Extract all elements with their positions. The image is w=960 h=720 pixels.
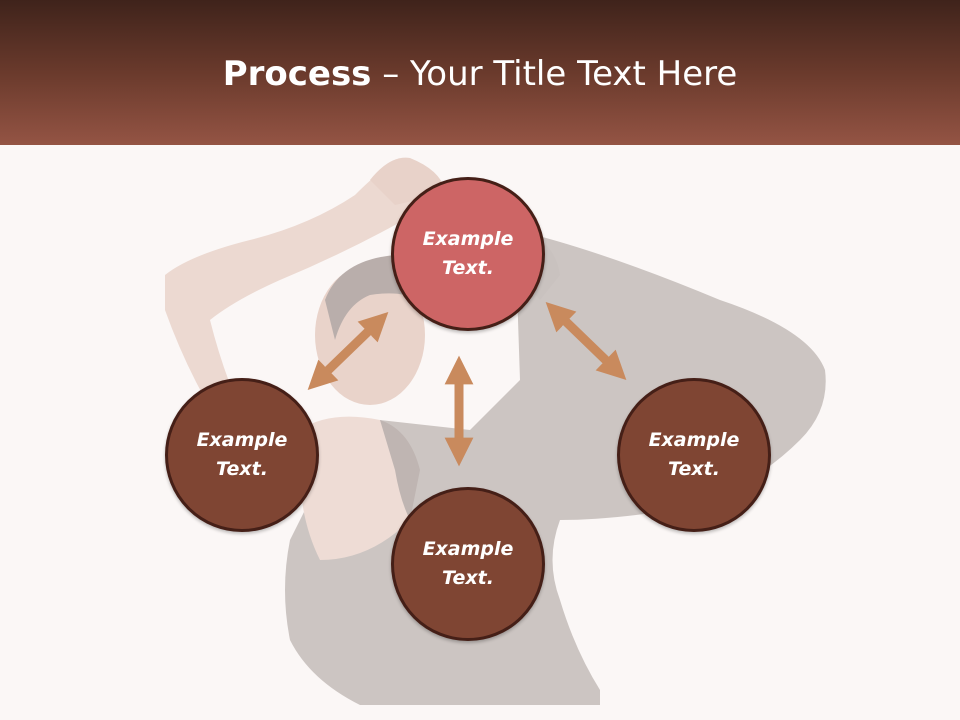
node-left-label: Example Text. — [196, 429, 288, 480]
node-top-label: Example Text. — [422, 228, 514, 279]
node-bottom-label: Example Text. — [422, 538, 514, 589]
diagram-node-bottom[interactable]: Example Text. — [391, 487, 545, 641]
title-rest: – Your Title Text Here — [371, 54, 738, 94]
node-right-label: Example Text. — [648, 429, 740, 480]
arrow-left-top — [307, 311, 389, 391]
title-strong: Process — [222, 54, 372, 94]
diagram-node-left[interactable]: Example Text. — [165, 378, 319, 532]
arrow-top-right — [545, 301, 627, 381]
title-bar: Process – Your Title Text Here — [0, 0, 960, 145]
photo-top-garment — [380, 420, 420, 520]
slide-title[interactable]: Process – Your Title Text Here — [0, 52, 960, 96]
photo-arms — [165, 160, 440, 440]
diagram-node-top[interactable]: Example Text. — [391, 177, 545, 331]
diagram-node-right[interactable]: Example Text. — [617, 378, 771, 532]
photo-torso — [300, 416, 410, 560]
